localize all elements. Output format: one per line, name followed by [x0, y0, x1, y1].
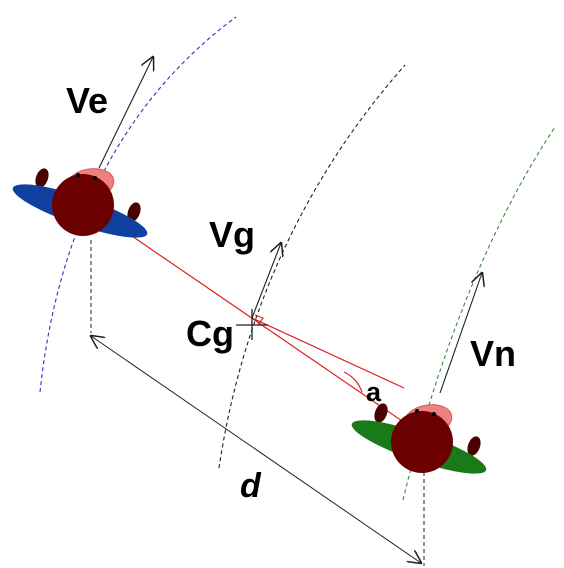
cg-angle-mark: [254, 314, 264, 326]
ladybug-icon: [12, 168, 148, 238]
label-distance: d: [240, 467, 262, 505]
connector-line: [90, 207, 425, 437]
label-ve: Ve: [66, 80, 108, 121]
connector-reference-line: [251, 317, 405, 389]
orbit-middle: [218, 64, 406, 469]
angle-arc: [343, 371, 363, 393]
orbit-outer: [39, 16, 237, 393]
label-vg: Vg: [209, 214, 255, 255]
distance-arrow: [91, 336, 421, 563]
label-vn: Vn: [470, 333, 516, 374]
ladybug-icon: [351, 403, 487, 474]
label-cg: Cg: [186, 313, 234, 354]
velocity-arrow-ve: [98, 57, 153, 169]
crosshair-icon: [236, 309, 268, 340]
label-angle: a: [366, 377, 382, 407]
velocity-arrow-vg: [251, 243, 281, 319]
velocity-arrow-vn: [439, 273, 482, 394]
